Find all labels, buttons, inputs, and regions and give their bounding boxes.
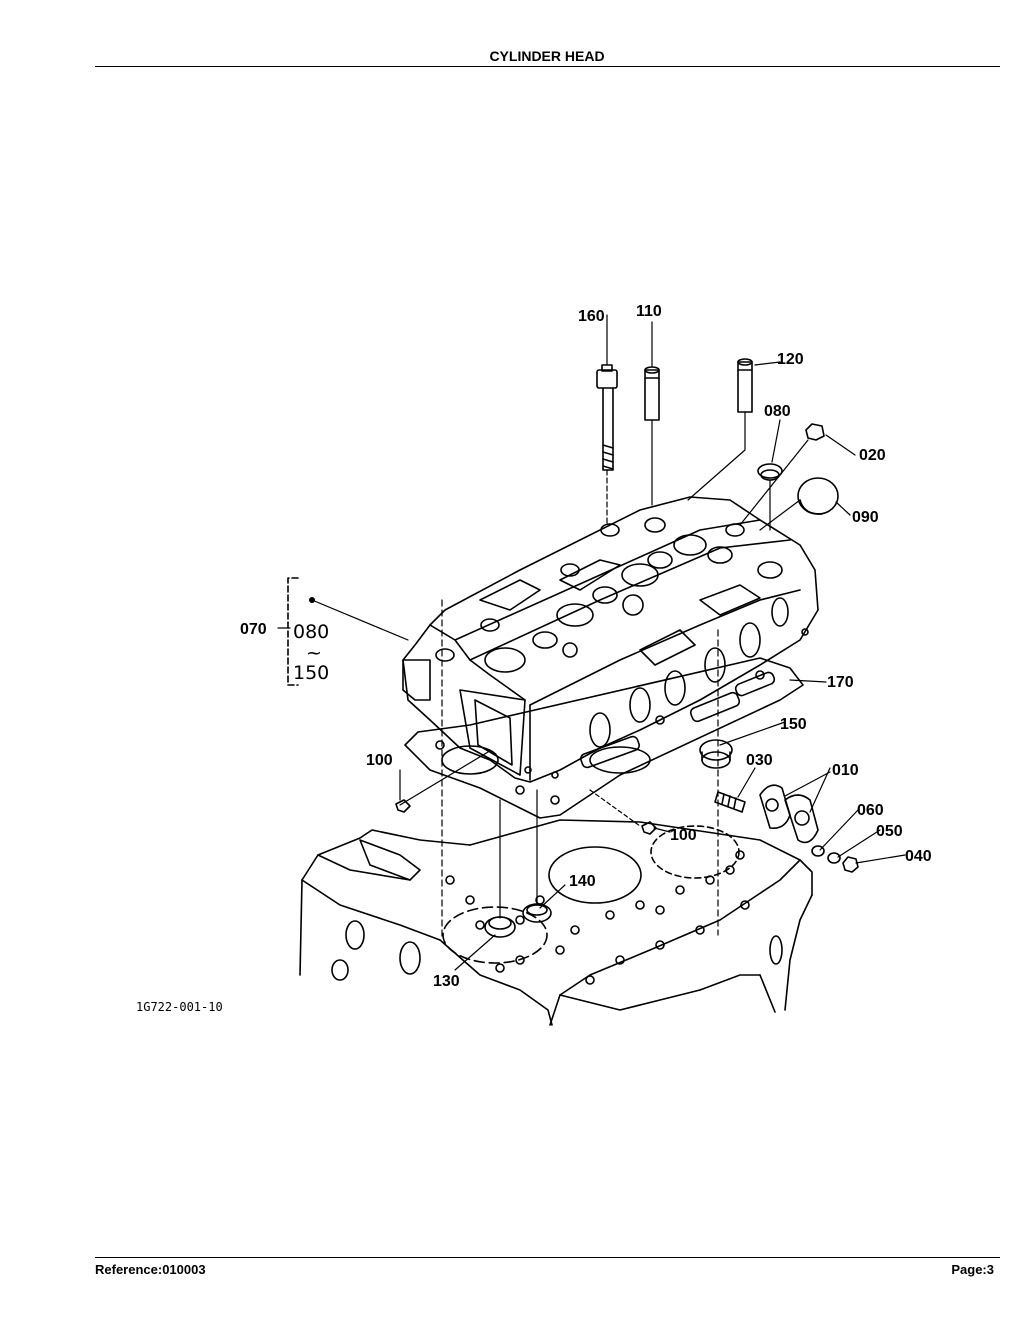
callout-100-left: 100 xyxy=(366,752,393,769)
callout-090: 090 xyxy=(852,509,879,526)
callout-120: 120 xyxy=(777,351,804,368)
callout-010: 010 xyxy=(832,762,859,779)
footer-rule xyxy=(95,1257,1000,1258)
callout-150: 150 xyxy=(780,716,807,733)
callout-160: 160 xyxy=(578,308,605,325)
callout-070: 070 xyxy=(240,621,267,638)
group-label-to: 150 xyxy=(293,662,329,684)
leader-dot xyxy=(309,597,315,603)
callout-110: 110 xyxy=(636,303,662,320)
plug-bushing-parts xyxy=(395,799,657,938)
cylinder-head-body xyxy=(402,496,819,783)
callout-050: 050 xyxy=(876,823,903,840)
head-bolt-part xyxy=(596,364,618,471)
header-rule xyxy=(95,66,1000,67)
flange-fastener-parts xyxy=(699,739,859,873)
callout-080: 080 xyxy=(764,403,791,420)
callout-130: 130 xyxy=(433,973,460,990)
group-bracket xyxy=(287,577,299,686)
plug-seal-parts xyxy=(757,423,839,515)
assembly-leader-lines xyxy=(311,314,906,971)
page-title: CYLINDER HEAD xyxy=(489,48,605,64)
valve-guide-parts xyxy=(644,358,753,421)
callout-030: 030 xyxy=(746,752,773,769)
group-label-from: 080 xyxy=(293,621,329,643)
page-number: Page:3 xyxy=(951,1262,994,1277)
group-label-tilde: ~ xyxy=(306,642,322,664)
reference-label: Reference:010003 xyxy=(95,1262,206,1277)
callout-140: 140 xyxy=(569,873,596,890)
callout-170: 170 xyxy=(827,674,854,691)
head-gasket xyxy=(404,657,804,819)
callout-040: 040 xyxy=(905,848,932,865)
engine-block xyxy=(299,819,813,1026)
callout-060: 060 xyxy=(857,802,884,819)
figure-id: 1G722-001-10 xyxy=(136,1000,223,1014)
callout-020: 020 xyxy=(859,447,886,464)
callout-100-right: 100 xyxy=(670,827,697,844)
